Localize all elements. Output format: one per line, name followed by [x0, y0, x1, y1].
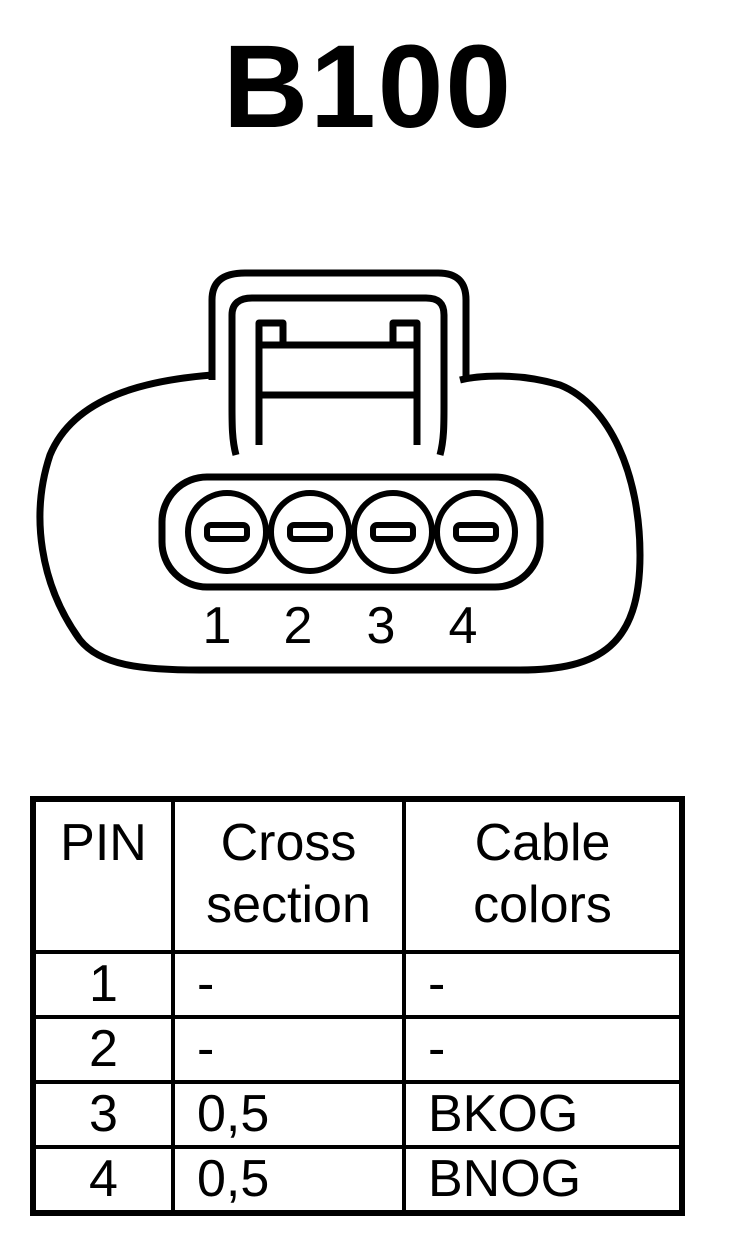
pin-2-contact — [287, 522, 333, 542]
connector-housing — [36, 371, 644, 674]
pin-4-contact — [453, 522, 499, 542]
header-cable-colors: Cable colors — [402, 797, 684, 954]
pin-2-cavity — [268, 490, 352, 574]
page-title: B100 — [222, 21, 514, 153]
header-pin-label: PIN — [60, 814, 147, 872]
pin-number: 2 — [31, 1015, 175, 1084]
pin-3-contact — [370, 522, 416, 542]
pin-label-3: 3 — [367, 597, 396, 655]
cable-color-value: - — [402, 950, 684, 1019]
cable-color-value: - — [402, 1015, 684, 1084]
pin-3-cavity — [351, 490, 435, 574]
table-row: 4 0,5 BNOG — [31, 1145, 684, 1215]
cross-section-value: 0,5 — [171, 1080, 406, 1149]
pin-table: PIN Cross section Cable colors 1 - - 2 -… — [30, 796, 685, 1216]
pin-label-1: 1 — [203, 597, 232, 655]
header-cross-line1: Cross — [220, 814, 357, 872]
pin-cavity-frame — [158, 473, 544, 591]
cross-section-value: 0,5 — [171, 1145, 406, 1215]
table-header-row: PIN Cross section Cable colors — [31, 797, 684, 954]
header-cable-line1: Cable — [474, 814, 611, 872]
connector-diagram: 1 2 3 4 — [36, 269, 644, 674]
pin-label-2: 2 — [284, 597, 313, 655]
pin-label-4: 4 — [449, 597, 478, 655]
table-row: 1 - - — [31, 950, 684, 1019]
latch-body — [255, 341, 421, 445]
cable-color-value: BNOG — [402, 1145, 684, 1215]
pin-number: 4 — [31, 1145, 175, 1215]
cross-section-value: - — [171, 950, 406, 1019]
pin-4-cavity — [434, 490, 518, 574]
locking-tab — [208, 269, 470, 380]
pin-number: 1 — [31, 950, 175, 1019]
locking-tab-inner — [228, 294, 448, 456]
table-row: 2 - - — [31, 1015, 684, 1084]
header-cross-line2: section — [206, 876, 371, 934]
cable-color-value: BKOG — [402, 1080, 684, 1149]
pin-1-contact — [204, 522, 250, 542]
cross-section-value: - — [171, 1015, 406, 1084]
table-row: 3 0,5 BKOG — [31, 1080, 684, 1149]
header-cable-line2: colors — [473, 876, 612, 934]
header-pin: PIN — [31, 797, 175, 954]
header-cross-section: Cross section — [171, 797, 406, 954]
pin-number: 3 — [31, 1080, 175, 1149]
pin-1-cavity — [185, 490, 269, 574]
